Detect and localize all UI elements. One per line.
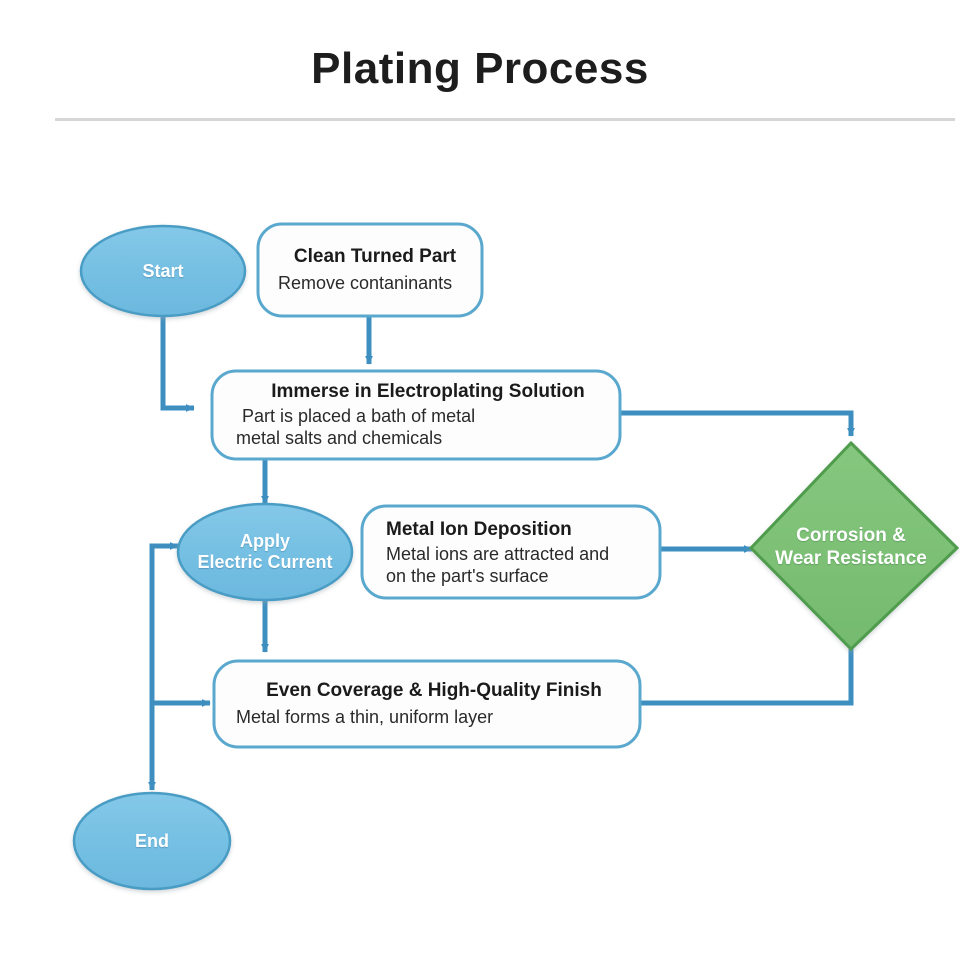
node-even-coverage[interactable]: [212, 659, 642, 749]
node-apply-electric-current[interactable]: [176, 502, 354, 602]
edge-start-to-immerse: [160, 312, 195, 412]
edge-coverage-to-apply: [149, 542, 179, 703]
node-immerse[interactable]: [210, 369, 622, 461]
title-divider: [55, 118, 955, 121]
node-clean-turned-part[interactable]: [256, 222, 484, 318]
edge-corrosion-to-coverage: [640, 648, 854, 706]
page-title: Plating Process: [311, 44, 649, 93]
edge-immerse-to-corrosion: [620, 410, 855, 437]
node-metal-ion-deposition[interactable]: [360, 504, 662, 600]
node-end[interactable]: [72, 791, 232, 891]
node-start[interactable]: [79, 224, 247, 318]
node-corrosion-wear-resistance[interactable]: [748, 440, 960, 652]
